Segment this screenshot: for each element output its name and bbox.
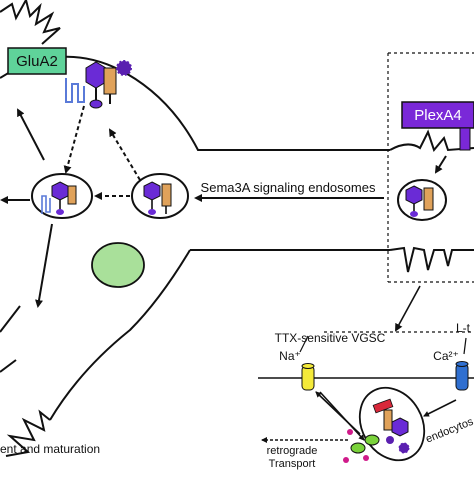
axon-membrane <box>389 129 474 273</box>
endosome-glua2 <box>31 173 93 219</box>
glua2-label: GluA2 <box>7 47 67 75</box>
sema3a-star-icon <box>116 60 132 76</box>
glua2-receptor-membrane <box>65 78 85 103</box>
retrograde-label-1: retrograde <box>267 445 318 457</box>
inset-terminal: TTX-sensitive VGSC L-t Na⁺ Ca²⁺ endocyto… <box>258 321 474 470</box>
plexa4-arrow <box>434 155 447 174</box>
endosome-axon <box>397 179 447 221</box>
soma-arrows <box>0 105 384 308</box>
surface-receptor-complex <box>85 60 132 109</box>
endocytosis-label: endocytos <box>424 415 474 445</box>
endosome-middle <box>131 173 189 219</box>
zoom-box <box>324 52 474 333</box>
nucleus <box>91 242 145 288</box>
plexa4-text: PlexA4 <box>414 107 462 124</box>
plexa4-receptor <box>459 127 471 151</box>
l-type-channel <box>455 361 469 391</box>
development-caption: ent and maturation <box>0 442 100 456</box>
sema3a-endosomes-label: Sema3A signaling endosomes <box>201 180 376 195</box>
retrograde-label-2: Transport <box>269 458 316 470</box>
plexa4-label: PlexA4 <box>401 101 474 129</box>
na-ion-label: Na⁺ <box>279 349 301 363</box>
ca-ion-label: Ca²⁺ <box>433 349 459 363</box>
terminal-endosome-complex <box>372 398 410 454</box>
glua2-text: GluA2 <box>16 53 58 70</box>
ttx-vgsc-label: TTX-sensitive VGSC <box>275 331 386 345</box>
l-type-label: L-t <box>456 321 471 335</box>
zoom-arrow <box>395 285 421 332</box>
signaling-cluster <box>343 429 380 463</box>
vgsc-channel <box>301 363 315 391</box>
